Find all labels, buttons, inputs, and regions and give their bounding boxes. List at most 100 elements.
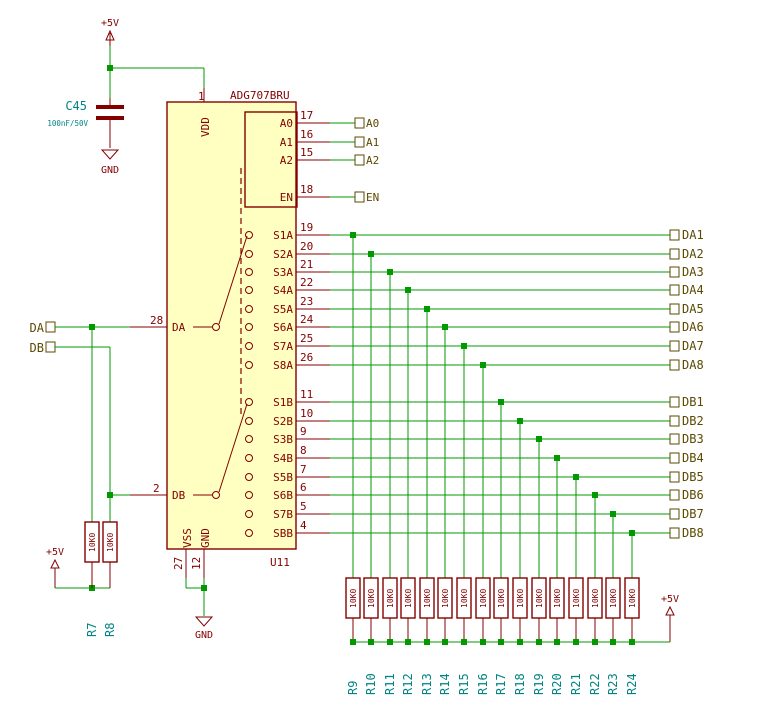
resistor-value: 10K0 (479, 589, 488, 608)
junction-db (107, 492, 113, 498)
resistor-value: 10K0 (591, 589, 600, 608)
junction (368, 639, 374, 645)
net-label: DA5 (682, 302, 704, 316)
net-label: DA2 (682, 247, 704, 261)
net-label: DA7 (682, 339, 704, 353)
switch-pin-name: S5B (273, 471, 293, 484)
switch-pin-number: 5 (300, 500, 307, 513)
junction (350, 639, 356, 645)
switch-pin-name: S4A (273, 284, 293, 297)
vss-pin-label: VSS (181, 528, 194, 548)
db-switch-wiper (218, 403, 248, 493)
resistor-ref: R21 (569, 673, 583, 695)
junction-da (89, 324, 95, 330)
switch-pin-number: 23 (300, 295, 313, 308)
net-label: DA3 (682, 265, 704, 279)
resistor-ref: R22 (588, 673, 602, 695)
resistor-value: 10K0 (516, 589, 525, 608)
switch-pin-name: S4B (273, 452, 293, 465)
switch-pin-name: S3A (273, 266, 293, 279)
resistor-ref: R8 (103, 623, 117, 637)
junction (424, 306, 430, 312)
resistor-ref: R12 (401, 673, 415, 695)
ctrl-pin-name: EN (280, 191, 293, 204)
resistor-ref: R13 (420, 673, 434, 695)
switch-pin-number: 21 (300, 258, 313, 271)
ic-gnd-symbol: GND (194, 616, 214, 641)
net-port-flag (669, 452, 680, 464)
junction (610, 639, 616, 645)
junction (368, 251, 374, 257)
ctrl-port-flag (354, 117, 365, 129)
switch-contact (245, 268, 253, 276)
resistor-value: 10K0 (460, 589, 469, 608)
da-switch-wiper (218, 235, 248, 325)
switch-pin-name: S7A (273, 340, 293, 353)
resistor-ref: R11 (383, 673, 397, 695)
switch-pin-name: S6B (273, 489, 293, 502)
resistor-ref: R24 (625, 673, 639, 695)
gnd-pin-number: 12 (190, 557, 203, 570)
resistor-ref: R15 (457, 673, 471, 695)
net-label-da: DA (30, 321, 56, 335)
switch-contact (245, 473, 253, 481)
a-channel-pins: S1A19DA1S2A20DA2S3A21DA3S4A22DA4S5A23DA5… (245, 221, 704, 578)
junction (480, 639, 486, 645)
capacitor-c45: C45 100nF/50V (47, 98, 124, 148)
net-port-flag (669, 229, 680, 241)
resistor-ref: R20 (550, 673, 564, 695)
junction (424, 639, 430, 645)
switch-contact (245, 342, 253, 350)
resistor-ref: R18 (513, 673, 527, 695)
resistor-ref: R7 (85, 623, 99, 637)
switch-contact (245, 529, 253, 537)
ic-gnd-label: GND (195, 630, 213, 641)
svg-text:DA: DA (30, 321, 45, 335)
net-port-flag (669, 303, 680, 315)
switch-pin-number: 7 (300, 463, 307, 476)
resistor-value: 10K0 (535, 589, 544, 608)
resistor-value: 10K0 (88, 533, 97, 552)
net-label: DB4 (682, 451, 704, 465)
switch-pin-number: 20 (300, 240, 313, 253)
net-port-flag (669, 415, 680, 427)
net-port-flag (669, 527, 680, 539)
cap-gnd-symbol: GND (100, 149, 120, 176)
net-port-flag (669, 433, 680, 445)
net-port-flag (669, 471, 680, 483)
left-power-label: +5V (46, 547, 64, 558)
switch-pin-name: S7B (273, 508, 293, 521)
junction (592, 639, 598, 645)
bottom-resistors: 10K0R910K0R1010K0R1110K0R1210K0R1310K0R1… (345, 577, 640, 695)
switch-pin-name: S5A (273, 303, 293, 316)
resistor-value: 10K0 (553, 589, 562, 608)
ctrl-port-flag (354, 191, 365, 203)
ic-body (166, 101, 297, 550)
switch-pin-name: S2B (273, 415, 293, 428)
switch-pin-number: 11 (300, 388, 313, 401)
switch-pin-name: S6A (273, 321, 293, 334)
gnd-pin-label: GND (199, 528, 212, 548)
resistor-value: 10K0 (497, 589, 506, 608)
resistor-ref: R14 (438, 673, 452, 695)
switch-pin-number: 24 (300, 313, 314, 326)
switch-pin-name: S8A (273, 359, 293, 372)
resistor-value: 10K0 (628, 589, 637, 608)
ctrl-pin-name: A1 (280, 136, 293, 149)
net-label: DA8 (682, 358, 704, 372)
